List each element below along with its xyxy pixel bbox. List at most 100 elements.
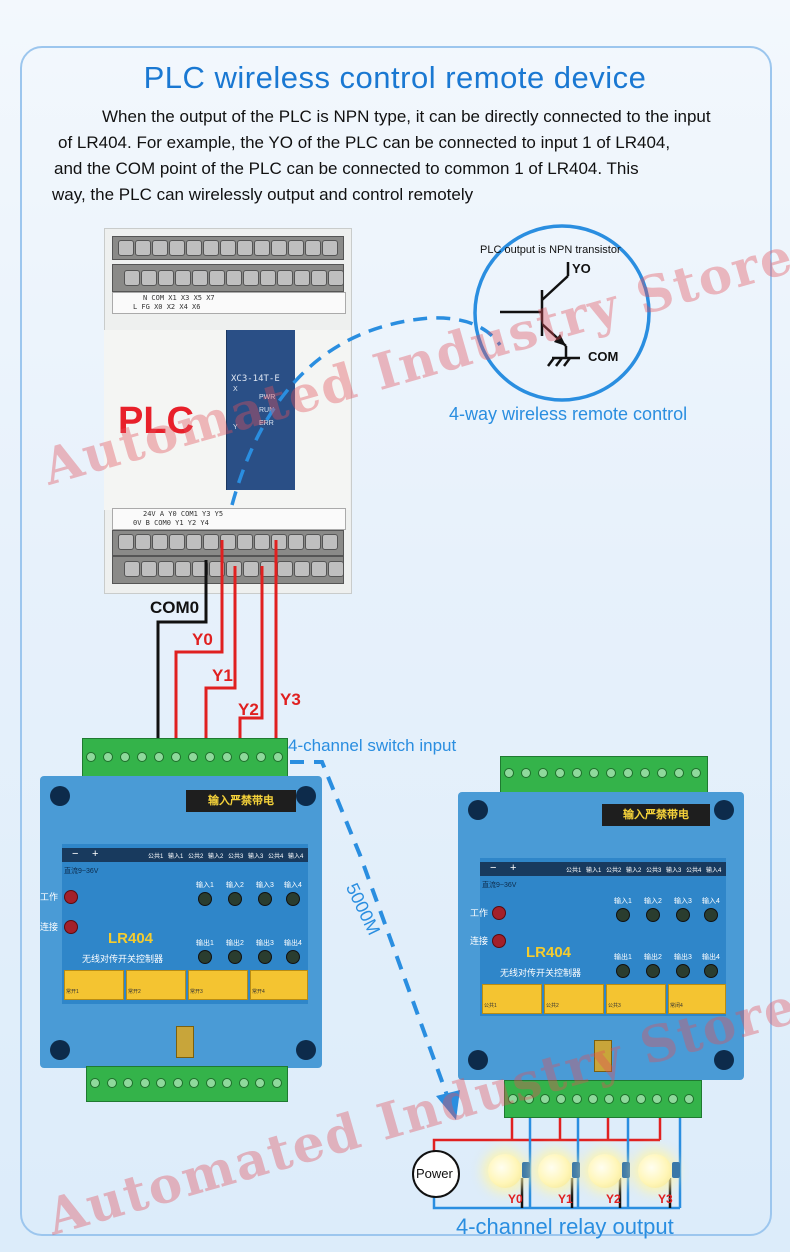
lr404-right-relay-1-text: 公共1 [484, 1003, 497, 1009]
terminal-screw [192, 270, 208, 286]
lr404-right-term-8: 输入4 [706, 868, 722, 874]
lr404-left-work-led [64, 890, 78, 904]
green-terminal-screw [120, 752, 130, 762]
terminal-screw [305, 534, 321, 550]
green-terminal-screw [137, 752, 147, 762]
bulb-label-y1: Y1 [558, 1192, 573, 1206]
terminal-screw [141, 561, 157, 577]
lr404-right-relay-1 [482, 984, 542, 1014]
terminal-screw [271, 240, 287, 256]
lr404-left-out-led [258, 950, 272, 964]
terminal-screw [203, 240, 219, 256]
lr404-left-input-3: 输入3 [256, 882, 274, 889]
green-terminal-screw [640, 768, 650, 778]
lr404-right-output-3: 输出3 [674, 954, 692, 961]
plc-bottom-strip-row1: 24V A Y0 COM1 Y3 Y5 [143, 510, 224, 518]
green-terminal-screw [222, 1078, 232, 1088]
lr404-right-out-led [616, 964, 630, 978]
terminal-screw [305, 240, 321, 256]
lr404-right-relay-3 [606, 984, 666, 1014]
green-terminal-screw [256, 752, 266, 762]
terminal-screw [158, 561, 174, 577]
lr404-right-relay-4-text: 常闭4 [670, 1003, 683, 1009]
lr404-left-relay-1-text: 常开1 [66, 989, 79, 995]
lr404-right-relay-4 [668, 984, 726, 1014]
bulb-y3-base [672, 1162, 680, 1178]
lr404-left-relay-1 [64, 970, 124, 1000]
intro-line-2: of LR404. For example, the YO of the PLC… [58, 133, 671, 152]
intro-paragraph: When the output of the PLC is NPN type, … [52, 104, 742, 208]
green-terminal-screw [188, 752, 198, 762]
lr404-right-in-led [616, 908, 630, 922]
terminal-screw [169, 534, 185, 550]
lr404-right-output-4: 输出4 [702, 954, 720, 961]
npn-yo-label: YO [572, 261, 591, 276]
bulb-label-y2: Y2 [606, 1192, 621, 1206]
lr404-right-output-2: 输出2 [644, 954, 662, 961]
green-terminal-screw [508, 1094, 518, 1104]
wireless-arrow-head [436, 1090, 460, 1120]
wire-label-y2: Y2 [238, 700, 259, 719]
terminal-screw [158, 270, 174, 286]
lr404-left-out-led [228, 950, 242, 964]
green-terminal-screw [123, 1078, 133, 1088]
lr404-right-out-led [676, 964, 690, 978]
npn-circle [473, 224, 651, 402]
lr404-right-work-label: 工作 [470, 908, 489, 918]
lr404-right-output-1: 输出1 [614, 954, 632, 961]
lr404-left-top-label-bar: − + 公共1 输入1 公共2 输入2 公共3 输入3 公共4 输入4 [62, 848, 308, 862]
intro-line-1: When the output of the PLC is NPN type, … [102, 107, 711, 126]
lr404-right-input-2: 输入2 [644, 898, 662, 905]
lr404-left-mount-hole [50, 1040, 70, 1060]
lr404-right-term-5: 公共3 [646, 868, 662, 874]
terminal-screw [243, 561, 259, 577]
wire-label-y0: Y0 [192, 630, 213, 649]
plc-wires [156, 540, 278, 740]
green-terminal-screw [139, 1078, 150, 1088]
lr404-right-in-led [646, 908, 660, 922]
green-terminal-screw [222, 752, 232, 762]
terminal-screw [186, 534, 202, 550]
lr404-left-antenna-connector [176, 1026, 194, 1058]
plc-status-run: RUN [259, 407, 275, 414]
power-label: Power [416, 1166, 453, 1181]
plc-panel-x: X [233, 386, 238, 393]
lr404-left-relay-2 [126, 970, 186, 1000]
lr404-left-voltage: 直流9~36V [64, 868, 99, 875]
lr404-left-term-1: 公共1 [148, 854, 164, 860]
lr404-left-mount-hole [296, 786, 316, 806]
terminal-screw [328, 561, 344, 577]
green-terminal-screw [156, 1078, 166, 1088]
green-terminal-screw [154, 752, 164, 762]
bulb-y2-base [622, 1162, 630, 1178]
npn-emitter-arrow [554, 334, 566, 346]
plc-model: XC3-14T-E [231, 374, 280, 384]
green-terminal-screw [636, 1094, 646, 1104]
lr404-right-subtitle: 无线对传开关控制器 [500, 968, 582, 978]
lr404-left-minus: − [72, 848, 79, 860]
green-terminal-screw [172, 1078, 183, 1088]
lr404-left-term-2: 输入1 [168, 854, 184, 860]
lr404-left-out-led [198, 950, 212, 964]
terminal-screw [254, 240, 270, 256]
wire-com0 [156, 560, 208, 740]
terminal-screw [237, 534, 253, 550]
green-terminal-screw [255, 1078, 265, 1088]
intro-line-4: way, the PLC can wirelessly output and c… [52, 185, 474, 204]
green-terminal-screw [588, 1094, 598, 1104]
terminal-screw [277, 270, 293, 286]
green-terminal-screw [589, 768, 599, 778]
lr404-right-term-3: 公共2 [606, 868, 622, 874]
green-terminal-screw [90, 1078, 100, 1088]
lr404-right-relay-2 [544, 984, 604, 1014]
terminal-screw [175, 270, 191, 286]
intro-line-3: and the COM point of the PLC can be conn… [54, 159, 639, 178]
lr404-right-warning: 输入严禁带电 [602, 804, 710, 826]
wire-label-y3: Y3 [280, 690, 301, 709]
wire-y2 [238, 566, 264, 740]
terminal-screw [288, 534, 304, 550]
page-title: PLC wireless control remote device [143, 60, 647, 95]
bulb-y2 [588, 1154, 622, 1188]
bulb-y1 [538, 1154, 572, 1188]
